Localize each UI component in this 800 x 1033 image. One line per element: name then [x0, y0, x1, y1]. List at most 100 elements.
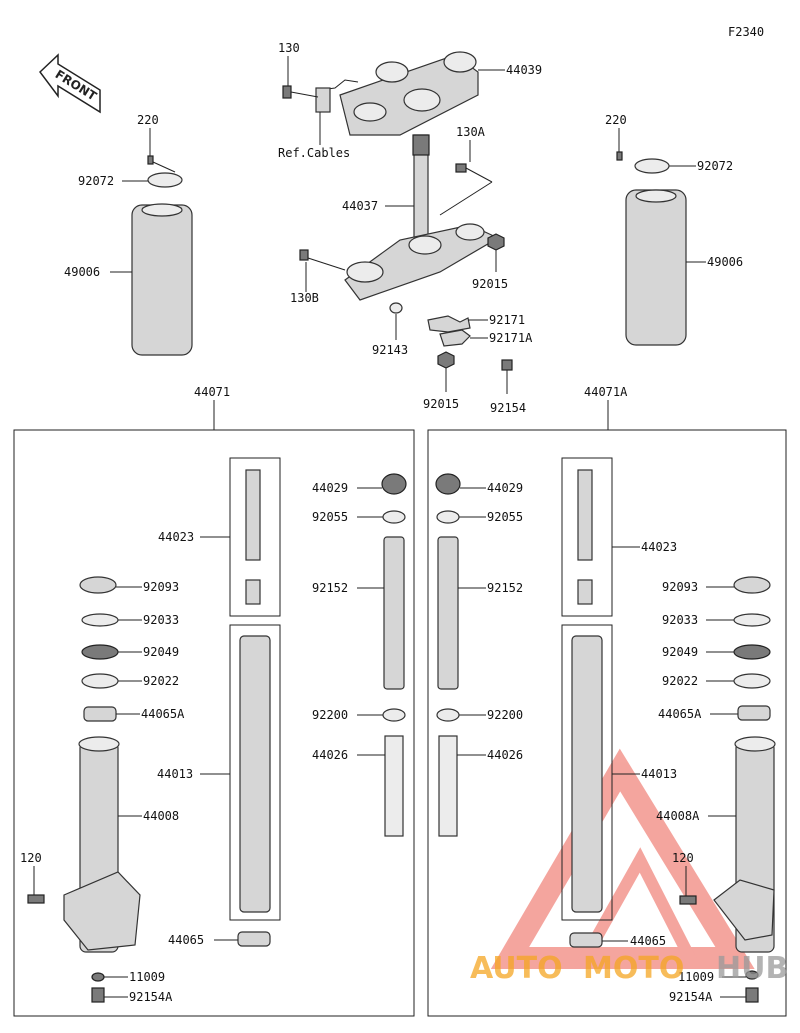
callout-44008A: 44008A — [656, 809, 700, 823]
washer-92200-left — [382, 708, 406, 722]
clip-92033-right — [733, 613, 771, 627]
callout-11009-right: 11009 — [678, 970, 714, 984]
callout-92049-right: 92049 — [662, 645, 698, 659]
pipe-92152-left — [383, 536, 405, 690]
callout-130A: 130A — [456, 125, 486, 139]
screw-220-left — [147, 155, 154, 165]
upper-bracket-44039 — [315, 51, 479, 136]
frame-44071 — [13, 429, 415, 1017]
watermark-moto: MOTO — [583, 951, 684, 986]
oring-92055-left — [382, 510, 406, 524]
callout-49006-left: 49006 — [64, 265, 100, 279]
callout-92033-left: 92033 — [143, 613, 179, 627]
bolt-92154A-left — [91, 987, 105, 1003]
callout-92171A: 92171A — [489, 331, 533, 345]
callout-44029-left: 44029 — [312, 481, 348, 495]
washer-11009-left — [91, 972, 105, 982]
nut-92015-top — [487, 233, 505, 251]
watermark-logo — [490, 748, 755, 969]
figure-code: F2340 — [728, 25, 764, 39]
callout-92093-right: 92093 — [662, 580, 698, 594]
outer-tube-44008 — [63, 736, 141, 953]
callout-120-left: 120 — [20, 851, 42, 865]
bolt-130B — [299, 249, 346, 271]
bolt-92154A-right — [745, 987, 759, 1003]
bushing-44065-left — [237, 931, 271, 947]
callout-49006-right: 49006 — [707, 255, 743, 269]
watermark-hub: HUB — [716, 951, 788, 986]
cap-44029-left — [381, 473, 407, 495]
callout-92072-right: 92072 — [697, 159, 733, 173]
seal-92093-right — [733, 576, 771, 594]
seal-92049-right — [733, 644, 771, 660]
band-92072-left — [147, 172, 183, 188]
bolt-130 — [282, 85, 319, 99]
bolt-120-left — [27, 894, 45, 904]
callout-92143: 92143 — [372, 343, 408, 357]
callout-130: 130 — [278, 41, 300, 55]
washer-11009-right — [745, 970, 759, 980]
watermark-text: AUTO MOTO HUB — [470, 951, 788, 986]
bolt-120-right — [679, 895, 697, 905]
ref-cables-label: Ref.Cables — [278, 146, 350, 160]
callout-44039: 44039 — [506, 63, 542, 77]
callout-44013-right: 44013 — [641, 767, 677, 781]
callout-92055-left: 92055 — [312, 510, 348, 524]
callout-130B: 130B — [290, 291, 319, 305]
callout-44065A-left: 44065A — [141, 707, 185, 721]
box-44013-right — [561, 624, 613, 921]
bolt-92154 — [501, 359, 513, 371]
steering-stem-44037 — [344, 134, 500, 301]
callout-92033-right: 92033 — [662, 613, 698, 627]
spring-44026-left — [384, 735, 404, 837]
seal-92093-left — [79, 576, 117, 594]
callout-44023-left: 44023 — [158, 530, 194, 544]
nut-92015-bottom — [437, 351, 455, 369]
callout-92049-left: 92049 — [143, 645, 179, 659]
outer-tube-44008A — [713, 736, 776, 953]
callout-92072-left: 92072 — [78, 174, 114, 188]
callout-44029-right: 44029 — [487, 481, 523, 495]
callout-120-right: 120 — [672, 851, 694, 865]
clamp-92171A — [439, 329, 471, 347]
front-arrow-icon: FRONT — [38, 53, 101, 114]
callout-44008: 44008 — [143, 809, 179, 823]
callout-44026-left: 44026 — [312, 748, 348, 762]
callout-92171: 92171 — [489, 313, 525, 327]
callout-44023-right: 44023 — [641, 540, 677, 554]
band-92072-right — [634, 158, 670, 174]
seal-92049-left — [81, 644, 119, 660]
washer-92200-right — [436, 708, 460, 722]
bushing-44065-right — [569, 932, 603, 948]
callout-92015-top: 92015 — [472, 277, 508, 291]
callout-92015-bottom: 92015 — [423, 397, 459, 411]
inner-tube-44013-left — [239, 635, 271, 913]
fork-boot-49006-right — [625, 189, 687, 346]
cylinder-44023-left — [245, 469, 261, 561]
cap-44029-right — [435, 473, 461, 495]
callout-44065-right: 44065 — [630, 934, 666, 948]
box-44023-right — [561, 457, 613, 617]
washer-92143 — [389, 302, 403, 314]
callout-44065-left: 44065 — [168, 933, 204, 947]
callout-44037: 44037 — [342, 199, 378, 213]
callout-220-left: 220 — [137, 113, 159, 127]
callout-92200-right: 92200 — [487, 708, 523, 722]
callout-44071: 44071 — [194, 385, 230, 399]
callout-44071A: 44071A — [584, 385, 628, 399]
callout-44026-right: 44026 — [487, 748, 523, 762]
watermark-auto: AUTO — [470, 951, 563, 986]
bushing-44065A-right — [737, 705, 771, 721]
callout-92154: 92154 — [490, 401, 526, 415]
callout-92055-right: 92055 — [487, 510, 523, 524]
washer-92022-right — [733, 673, 771, 689]
callout-92152-left: 92152 — [312, 581, 348, 595]
callout-92154A-left: 92154A — [129, 990, 173, 1004]
callout-92093-left: 92093 — [143, 580, 179, 594]
frame-44071A — [427, 429, 787, 1017]
clamp-92171 — [427, 315, 471, 333]
bushing-44065A-left — [83, 706, 117, 722]
oring-92055-right — [436, 510, 460, 524]
callout-92022-left: 92022 — [143, 674, 179, 688]
